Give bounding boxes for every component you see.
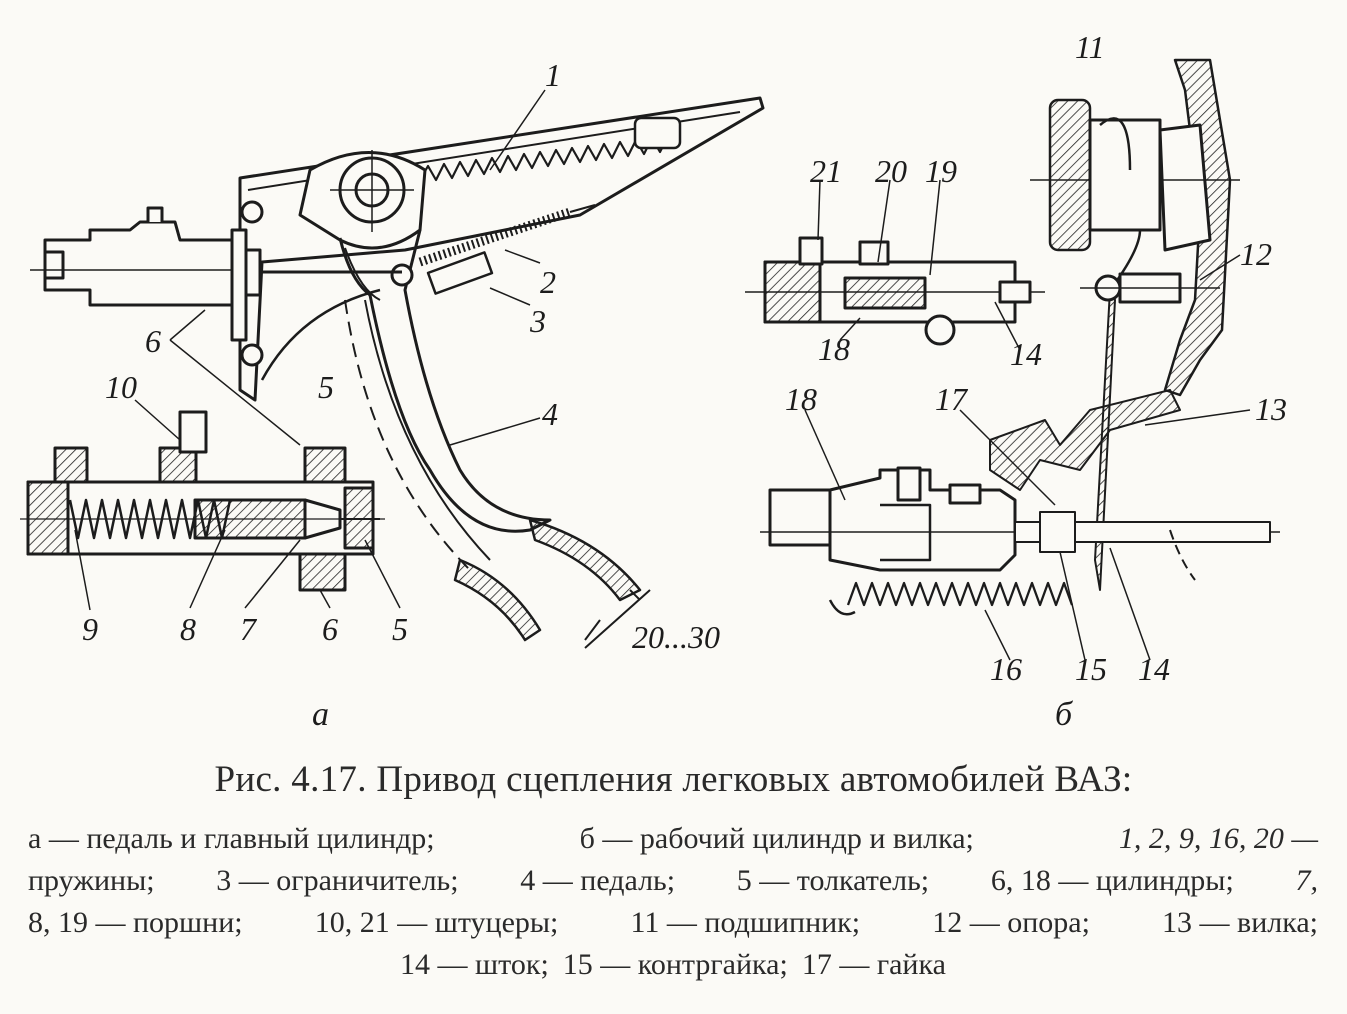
- spring-1: [419, 135, 669, 182]
- slave-cylinder-18: [760, 466, 1280, 572]
- pedal-pad: [528, 518, 642, 602]
- callout-18: 18: [785, 381, 817, 417]
- callout-4: 4: [542, 396, 558, 432]
- legend-item: а — педаль и главный цилиндр;: [28, 822, 435, 855]
- spring-2: [418, 207, 572, 267]
- pedal-bracket: [238, 96, 765, 402]
- legend-item: 1, 2, 9, 16, 20 —: [1118, 822, 1318, 855]
- technical-figure: 1 2 3 4 5 6 5 6 7 8 9 10 20...30 а 11 12…: [20, 29, 1287, 733]
- master-cylinder-body: [43, 220, 234, 307]
- legend-item: 10, 21 — штуцеры;: [314, 906, 559, 939]
- legend-line: а — педаль и главный цилиндр; б — рабочи…: [28, 818, 1318, 860]
- drawing-a: [20, 89, 765, 649]
- callout-8: 8: [180, 611, 196, 647]
- callout-13: 13: [1255, 391, 1287, 427]
- legend-line: пружины; 3 — ограничитель; 4 — педаль; 5…: [28, 860, 1318, 902]
- callout-10: 10: [105, 369, 137, 405]
- legend-item: 17 — гайка: [801, 948, 946, 981]
- spring-9: [68, 498, 232, 540]
- bearing-11: [1048, 98, 1092, 252]
- legend-item: 5 — толкатель;: [736, 864, 930, 897]
- dimension-label: 20...30: [632, 619, 720, 655]
- master-cylinder-section: [20, 410, 385, 592]
- legend-item: 11 — подшипник;: [630, 906, 861, 939]
- callout-6b: 6: [322, 611, 338, 647]
- callout-17: 17: [935, 381, 969, 417]
- callout-15: 15: [1075, 651, 1107, 687]
- legend-item: 14 — шток;: [400, 948, 549, 981]
- callout-14: 14: [1138, 651, 1170, 687]
- flange-plate: [230, 228, 248, 342]
- callout-12: 12: [1240, 236, 1272, 272]
- callout-6: 6: [145, 323, 161, 359]
- callout-21: 21: [810, 153, 842, 189]
- callout-7: 7: [240, 611, 258, 647]
- subfig-b-label: б: [1055, 696, 1074, 733]
- legend-item: 7,: [1295, 864, 1318, 897]
- callout-5: 5: [318, 369, 334, 405]
- figure-legend: а — педаль и главный цилиндр; б — рабочи…: [28, 818, 1318, 986]
- legend-line: 14 — шток; 15 — контргайка; 17 — гайка: [28, 944, 1318, 986]
- callout-9: 9: [82, 611, 98, 647]
- legend-item: пружины;: [28, 864, 155, 897]
- legend-item: 6, 18 — цилиндры;: [990, 864, 1234, 897]
- drawing-canvas: 1 2 3 4 5 6 5 6 7 8 9 10 20...30 а 11 12…: [20, 29, 1287, 733]
- pedal-pad-ghost: [453, 558, 542, 642]
- callout-16: 16: [990, 651, 1022, 687]
- legend-item: 4 — педаль;: [520, 864, 676, 897]
- callout-3: 3: [529, 303, 546, 339]
- legend-item: 3 — ограничитель;: [216, 864, 459, 897]
- callout-18b: 18: [818, 331, 850, 367]
- callout-5b: 5: [392, 611, 408, 647]
- pushrod-14: [1014, 521, 1271, 543]
- legend-item: 12 — опора;: [932, 906, 1090, 939]
- legend-item: 8, 19 — поршни;: [28, 906, 243, 939]
- callout-14b: 14: [1010, 336, 1042, 372]
- callout-11: 11: [1075, 29, 1105, 65]
- subfig-a-label: а: [312, 696, 329, 733]
- slave-cylinder-section: [745, 236, 1045, 346]
- callout-1: 1: [545, 57, 561, 93]
- callouts-b: 11 12 13 14 14 15 16 17 18 18 19 20 21 б: [785, 29, 1287, 733]
- callouts-a: 1 2 3 4 5 6 5 6 7 8 9 10 20...30 а: [82, 57, 720, 733]
- legend-item: 13 — вилка;: [1162, 906, 1318, 939]
- spring-16: [846, 581, 1074, 607]
- legend-line: 8, 19 — поршни; 10, 21 — штуцеры; 11 — п…: [28, 902, 1318, 944]
- drawing-b: [745, 58, 1280, 661]
- figure-caption-title: Рис. 4.17. Привод сцепления легковых авт…: [214, 759, 1133, 800]
- callout-2: 2: [540, 264, 556, 300]
- callout-20: 20: [875, 153, 907, 189]
- legend-item: б — рабочий цилиндр и вилка;: [579, 822, 974, 855]
- legend-item: 15 — контргайка;: [562, 948, 788, 981]
- pedal-arm-4: [338, 229, 552, 533]
- callout-19: 19: [925, 153, 957, 189]
